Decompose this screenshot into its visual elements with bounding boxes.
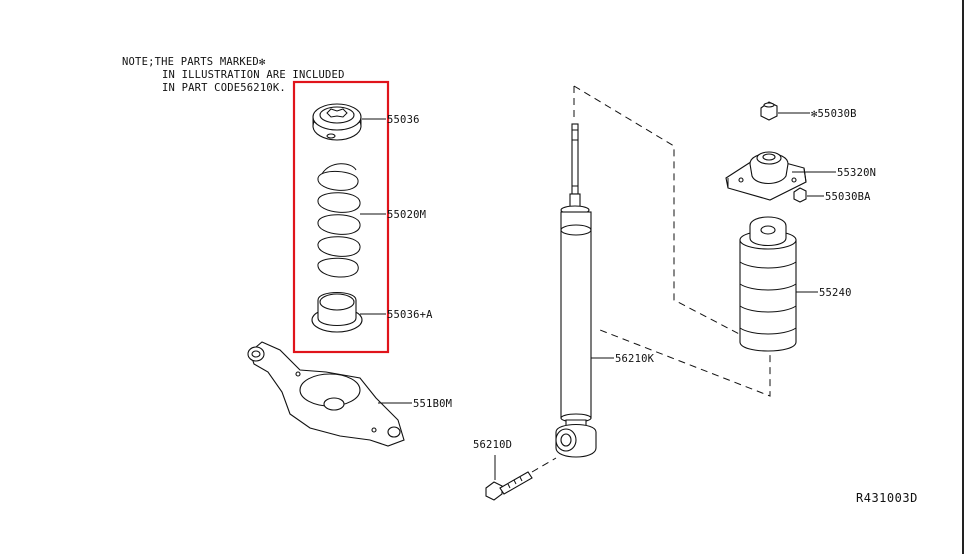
- label-56210d: 56210D: [473, 439, 512, 451]
- mount-nut[interactable]: [793, 187, 807, 203]
- label-55036a: 55036+A: [387, 309, 433, 321]
- lower-link[interactable]: [247, 341, 405, 447]
- upper-spring-seat[interactable]: [312, 103, 362, 141]
- label-55320n: 55320N: [837, 167, 876, 179]
- lower-spring-seat[interactable]: [311, 291, 363, 333]
- diagram-code: R431003D: [856, 491, 918, 505]
- label-55030ba: 55030BA: [825, 191, 871, 203]
- label-56210k: 56210K: [615, 353, 655, 365]
- note-line-2: IN ILLUSTRATION ARE INCLUDED: [162, 69, 345, 81]
- strut-mount[interactable]: [725, 151, 807, 201]
- top-nut[interactable]: [760, 101, 778, 121]
- label-55240: 55240: [819, 287, 852, 299]
- assembly-outline: [573, 85, 771, 397]
- label-55030b: ✻55030B: [811, 108, 857, 120]
- bump-stop-boot[interactable]: [739, 216, 797, 352]
- label-55020m: 55020M: [387, 209, 426, 221]
- bolt-guide: [531, 457, 557, 473]
- label-551b0m: 551B0M: [413, 398, 452, 410]
- note-line-3: IN PART CODE56210K.: [162, 82, 286, 94]
- label-55036: 55036: [387, 114, 420, 126]
- note-line-1: NOTE;THE PARTS MARKED✻: [122, 56, 266, 68]
- coil-spring[interactable]: [317, 163, 361, 278]
- shock-absorber[interactable]: [555, 123, 597, 458]
- highlight-box: [292, 80, 390, 354]
- mounting-bolt[interactable]: [485, 471, 533, 501]
